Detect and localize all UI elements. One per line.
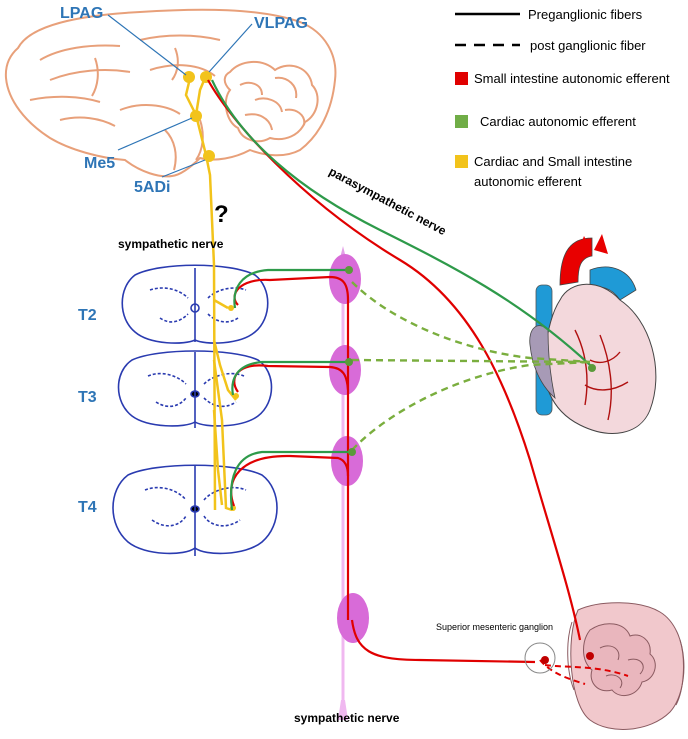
label-parasympathetic-nerve: parasympathetic nerve xyxy=(327,164,449,238)
heart-illustration xyxy=(529,234,657,434)
red-terminal-intestine xyxy=(586,652,594,660)
legend-label-cardiac-small-line1: Cardiac and Small intestine xyxy=(474,154,632,169)
legend-label-cardiac-small-line2: autonomic efferent xyxy=(474,174,582,189)
label-5adi: 5ADi xyxy=(134,179,170,196)
question-mark: ? xyxy=(214,201,229,228)
label-me5: Me5 xyxy=(84,155,115,172)
ganglion-t2 xyxy=(329,254,361,304)
legend-label-cardiac: Cardiac autonomic efferent xyxy=(480,114,636,129)
legend-item-cardiac-small-intestine: Cardiac and Small intestine autonomic ef… xyxy=(455,154,632,189)
legend-label-small-intestine: Small intestine autonomic efferent xyxy=(474,71,670,86)
spinal-section-t3 xyxy=(117,350,273,428)
spinal-section-t2 xyxy=(121,264,269,344)
legend-label-preganglionic: Preganglionic fibers xyxy=(528,7,643,22)
intestine-illustration xyxy=(567,602,685,730)
label-level-t3: T3 xyxy=(78,389,97,406)
label-level-t4: T4 xyxy=(78,499,97,516)
nucleus-vlpag xyxy=(200,71,212,83)
legend-item-preganglionic: Preganglionic fibers xyxy=(455,7,643,22)
spinal-section-t4 xyxy=(112,464,278,556)
ganglion-t3 xyxy=(329,345,361,395)
label-lpag: LPAG xyxy=(60,5,103,22)
label-sympathetic-nerve-top: sympathetic nerve xyxy=(118,237,224,251)
nucleus-lpag xyxy=(183,71,195,83)
red-terminal xyxy=(541,656,549,664)
legend-label-postganglionic: post ganglionic fiber xyxy=(530,38,646,53)
ganglion-celiac xyxy=(337,593,369,643)
legend-item-small-intestine: Small intestine autonomic efferent xyxy=(455,71,670,86)
label-superior-mesenteric-ganglion: Superior mesenteric ganglion xyxy=(436,622,553,632)
green-terminal-t3 xyxy=(345,358,353,366)
green-terminal-t2 xyxy=(345,266,353,274)
nucleus-me5 xyxy=(190,110,202,122)
fiber-cardiac-preganglionic xyxy=(211,79,591,511)
fiber-cardiac-postganglionic xyxy=(351,281,591,451)
legend-item-postganglionic: post ganglionic fiber xyxy=(455,38,646,53)
legend-item-cardiac: Cardiac autonomic efferent xyxy=(455,114,636,129)
label-level-t2: T2 xyxy=(78,307,97,324)
label-vlpag: VLPAG xyxy=(254,15,308,32)
legend: Preganglionic fibers post ganglionic fib… xyxy=(455,7,670,189)
superior-mesenteric-ganglion-marker xyxy=(524,642,556,674)
green-terminal-heart xyxy=(588,364,596,372)
label-leader-lines xyxy=(107,14,253,178)
label-sympathetic-nerve-bottom: sympathetic nerve xyxy=(294,711,400,725)
green-terminal-t4 xyxy=(348,448,356,456)
brain-sagittal-outline xyxy=(4,8,337,178)
nucleus-5adi xyxy=(203,150,215,162)
fiber-cardiac-small-intestine xyxy=(183,71,239,512)
